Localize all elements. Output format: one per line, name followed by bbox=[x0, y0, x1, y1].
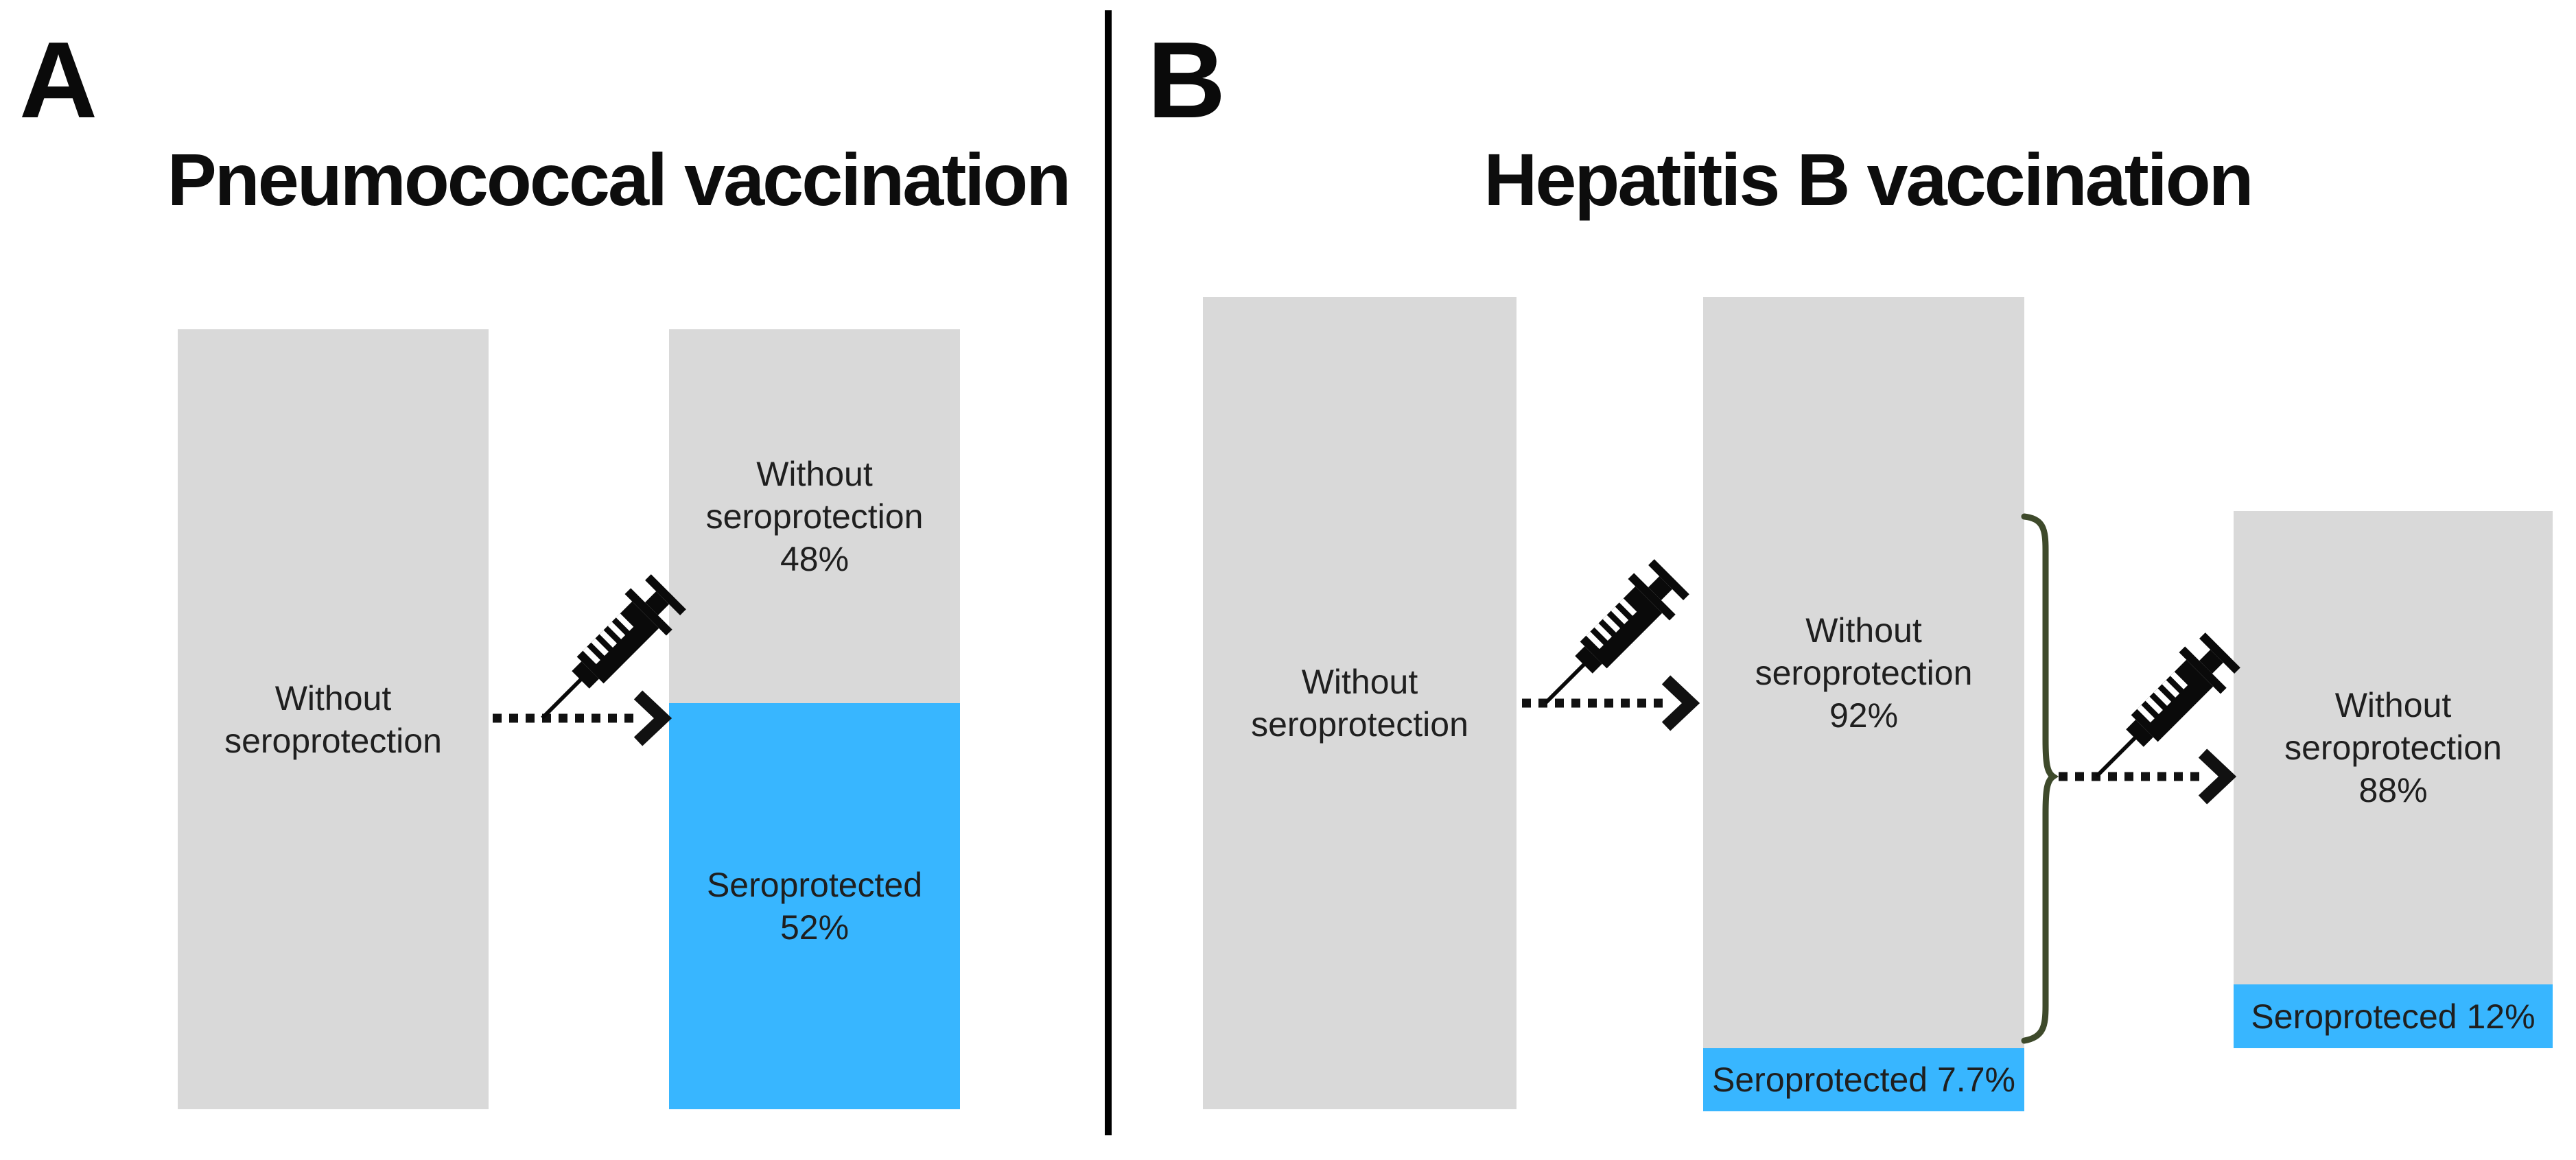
panel-b-middle-bar: Without seroprotection 92% Seroprotected… bbox=[1703, 297, 2024, 1111]
panel-a-source-segment: Without seroprotection bbox=[178, 329, 489, 1109]
panel-b-title: Hepatitis B vaccination bbox=[1484, 138, 2253, 221]
bar-label-line: Seroproteced 12% bbox=[2251, 997, 2536, 1036]
bar-label-line: Seroprotected 7.7% bbox=[1712, 1061, 2015, 1099]
bar-label-line: seroprotection bbox=[1755, 653, 1973, 692]
panel-b-label: B bbox=[1147, 20, 1226, 141]
bar-label-line: Without bbox=[1301, 663, 1418, 701]
panel-b-result-seroprotected-segment: Seroproteced 12% bbox=[2234, 984, 2553, 1048]
bar-label-line: Without bbox=[274, 678, 392, 718]
panel-b-source-bar: Without seroprotection bbox=[1203, 297, 1517, 1109]
bar-label-line: seroprotection bbox=[224, 721, 442, 760]
panel-b-middle-without-segment: Without seroprotection 92% bbox=[1703, 297, 2024, 1048]
panel-a-result-bar: Without seroprotection 48% Seroprotected… bbox=[669, 329, 960, 1109]
bar-label-line: seroprotection bbox=[705, 497, 924, 536]
bar-label-line: seroprotection bbox=[1251, 705, 1468, 744]
panel-b-source-segment: Without seroprotection bbox=[1203, 297, 1517, 1109]
bar-label-line: 48% bbox=[780, 539, 850, 578]
panel-b-result-bar: Without seroprotection 88% Seroproteced … bbox=[2234, 511, 2553, 1048]
panel-a-title: Pneumococcal vaccination bbox=[167, 138, 1071, 221]
panel-a-without-segment: Without seroprotection 48% bbox=[669, 329, 960, 703]
syringe-icon bbox=[2076, 629, 2244, 797]
bar-label-line: Seroprotected bbox=[706, 866, 923, 904]
panel-a-label: A bbox=[19, 20, 97, 141]
panel-b-middle-seroprotected-segment: Seroprotected 7.7% bbox=[1703, 1048, 2024, 1111]
panel-a-source-bar: Without seroprotection bbox=[178, 329, 489, 1109]
bar-label-line: Without bbox=[2334, 686, 2452, 724]
curly-brace bbox=[2021, 513, 2059, 1044]
bar-label-line: 88% bbox=[2358, 771, 2428, 809]
bar-label-line: 52% bbox=[780, 908, 850, 947]
panel-a-seroprotected-segment: Seroprotected 52% bbox=[669, 703, 960, 1109]
bar-label-line: 92% bbox=[1829, 696, 1899, 735]
bar-label-line: Without bbox=[756, 454, 873, 493]
syringe-icon bbox=[1525, 556, 1693, 724]
bar-label-line: seroprotection bbox=[2284, 729, 2502, 767]
bar-label-line: Without bbox=[1805, 611, 1922, 650]
panel-b-result-without-segment: Without seroprotection 88% bbox=[2234, 511, 2553, 984]
syringe-icon bbox=[522, 571, 690, 739]
panel-divider bbox=[1105, 10, 1112, 1135]
